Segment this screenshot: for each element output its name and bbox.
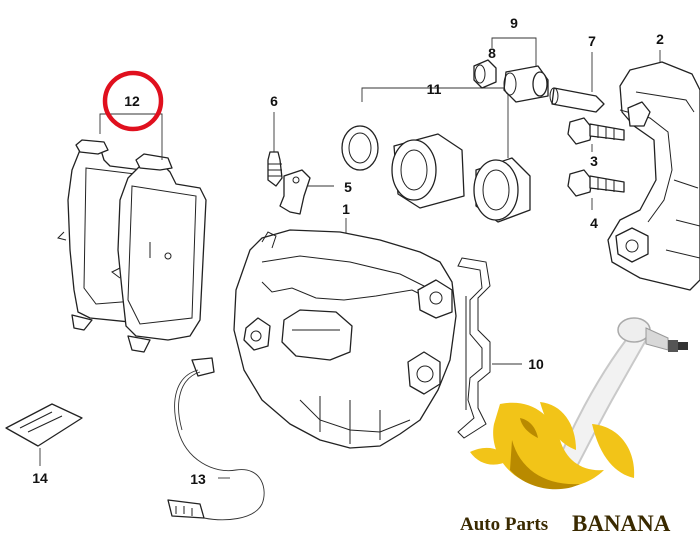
callout-2: 2 (656, 31, 664, 47)
callout-1: 1 (342, 201, 350, 217)
brand-banana: BANANA (572, 511, 671, 536)
guide-clip (279, 169, 334, 215)
callout-5: 5 (344, 179, 352, 195)
banana-icon (470, 402, 635, 490)
callout-10: 10 (528, 356, 544, 372)
callout-6: 6 (270, 93, 278, 109)
mounting-bolts (567, 117, 625, 210)
bleeder-screw (267, 112, 283, 187)
callout-12: 12 (124, 93, 140, 109)
highlight-circle (102, 70, 164, 132)
callout-13: 13 (190, 471, 206, 487)
callout-7: 7 (588, 33, 596, 49)
callout-14: 14 (32, 470, 48, 486)
auto-parts-banana-logo: Auto Parts BANANA (460, 317, 688, 536)
piston-seal-kit (341, 87, 531, 223)
caliper-carrier-bracket (607, 50, 700, 291)
brand-auto-parts: Auto Parts (460, 514, 548, 535)
grease-packet (5, 403, 83, 466)
brake-wear-sensor (167, 357, 265, 521)
callout-11: 11 (427, 81, 442, 97)
callout-3: 3 (590, 153, 598, 169)
callout-9: 9 (510, 15, 518, 31)
guide-bushing-set (473, 37, 549, 103)
brake-caliper-housing (233, 218, 457, 449)
callout-4: 4 (590, 215, 598, 231)
guide-pin (549, 52, 605, 113)
anti-rattle-spring (457, 257, 522, 439)
callout-8: 8 (488, 45, 496, 61)
brake-pad-set (57, 113, 207, 353)
